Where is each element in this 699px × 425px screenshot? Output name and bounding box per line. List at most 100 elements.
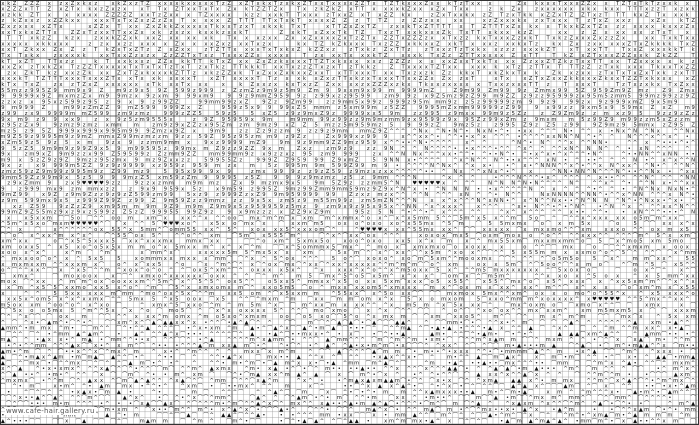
stitch-symbol: x [146, 36, 149, 42]
stitch-symbol: 9 [477, 105, 480, 111]
stitch-symbol: x [402, 227, 405, 233]
stitch-symbol: 9 [77, 134, 80, 140]
stitch-symbol: x [616, 41, 619, 47]
stitch-symbol: z [94, 123, 97, 129]
stitch-symbol: Z [512, 94, 516, 100]
stitch-symbol: x [13, 41, 16, 47]
stitch-symbol: x [326, 18, 329, 24]
stitch-symbol: z [309, 146, 312, 152]
stitch-symbol: ^ [511, 204, 515, 210]
stitch-symbol: ^ [273, 215, 277, 221]
stitch-symbol: z [54, 157, 57, 163]
stitch-symbol: Z [71, 30, 75, 36]
stitch-symbol: x [332, 53, 335, 59]
stitch-symbol: x [483, 41, 486, 47]
stitch-symbol: z [622, 111, 625, 117]
stitch-symbol: 9 [222, 192, 225, 198]
stitch-symbol: x [605, 105, 608, 111]
stitch-symbol: x [367, 53, 370, 59]
stitch-symbol: ^ [621, 244, 625, 250]
stitch-symbol: x [1, 47, 4, 53]
stitch-symbol: N [645, 146, 649, 152]
stitch-symbol: m [551, 250, 556, 256]
stitch-symbol: m [418, 256, 423, 262]
stitch-symbol: N [494, 157, 498, 163]
stitch-symbol: • [407, 210, 410, 216]
stitch-symbol: Z [401, 59, 405, 65]
stitch-symbol: k [129, 59, 132, 65]
stitch-symbol: x [442, 152, 445, 158]
stitch-symbol: ^ [395, 268, 399, 274]
stitch-symbol: x [187, 47, 190, 53]
stitch-symbol: x [431, 221, 434, 227]
stitch-symbol: ⌒ [116, 220, 122, 227]
stitch-symbol: T [314, 59, 319, 65]
stitch-symbol: ⌒ [238, 255, 244, 262]
stitch-symbol: z [373, 47, 376, 53]
stitch-symbol: z [373, 146, 376, 152]
stitch-symbol: o [547, 233, 550, 239]
stitch-symbol: x [465, 111, 468, 117]
stitch-symbol: x [146, 215, 149, 221]
stitch-symbol: k [30, 70, 33, 76]
stitch-symbol: x [303, 215, 306, 221]
stitch-symbol: ^ [621, 262, 625, 268]
stitch-symbol: x [651, 36, 654, 42]
stitch-symbol: k [657, 41, 660, 47]
stitch-symbol: Z [36, 169, 40, 175]
stitch-symbol: ⌒ [661, 261, 667, 268]
stitch-symbol: 9 [488, 111, 491, 117]
stitch-symbol: T [592, 53, 597, 59]
stitch-symbol: x [523, 210, 526, 216]
stitch-symbol: N [564, 128, 568, 134]
stitch-symbol: x [228, 12, 231, 18]
stitch-symbol: m [64, 105, 69, 111]
stitch-symbol: x [373, 36, 376, 42]
stitch-symbol: x [251, 262, 254, 268]
stitch-symbol: ^ [157, 244, 161, 250]
stitch-symbol: 9 [135, 152, 138, 158]
stitch-symbol: ^ [12, 239, 16, 245]
stitch-symbol: x [170, 76, 173, 82]
stitch-symbol: 9 [262, 117, 265, 123]
stitch-symbol: x [175, 12, 178, 18]
stitch-symbol: m [47, 146, 52, 152]
stitch-symbol: x [25, 53, 28, 59]
stitch-symbol: T [459, 30, 464, 36]
stitch-symbol: 9 [169, 111, 172, 117]
stitch-symbol: 9 [42, 163, 45, 169]
stitch-symbol: ⌒ [105, 232, 111, 239]
stitch-symbol: x [204, 227, 207, 233]
stitch-symbol: m [209, 99, 214, 105]
stitch-symbol: k [448, 1, 451, 7]
stitch-symbol: m [215, 256, 220, 262]
stitch-symbol: x [71, 181, 74, 187]
stitch-symbol: m [279, 192, 284, 198]
stitch-symbol: x [315, 70, 318, 76]
stitch-symbol: x [442, 7, 445, 13]
stitch-symbol: 5 [117, 256, 120, 262]
stitch-symbol: 9 [65, 111, 68, 117]
stitch-symbol: ^ [546, 204, 550, 210]
stitch-symbol: o [471, 244, 474, 250]
stitch-symbol: ^ [41, 268, 45, 274]
stitch-symbol: o [634, 268, 637, 274]
stitch-symbol: m [145, 291, 150, 297]
stitch-symbol: 9 [564, 94, 567, 100]
stitch-symbol: z [315, 128, 318, 134]
stitch-symbol: x [129, 47, 132, 53]
stitch-symbol: x [30, 99, 33, 105]
stitch-symbol: ^ [447, 192, 451, 198]
stitch-symbol: 9 [140, 152, 143, 158]
stitch-symbol: ^ [250, 250, 254, 256]
stitch-symbol: 9 [77, 169, 80, 175]
stitch-symbol: x [141, 7, 144, 13]
stitch-symbol: ^ [442, 175, 446, 181]
stitch-symbol: x [593, 1, 596, 7]
stitch-symbol: z [205, 47, 208, 53]
stitch-symbol: x [193, 53, 196, 59]
stitch-symbol: ^ [413, 146, 417, 152]
stitch-symbol: z [83, 123, 86, 129]
stitch-symbol: Z [384, 47, 388, 53]
stitch-symbol: Z [668, 53, 672, 59]
